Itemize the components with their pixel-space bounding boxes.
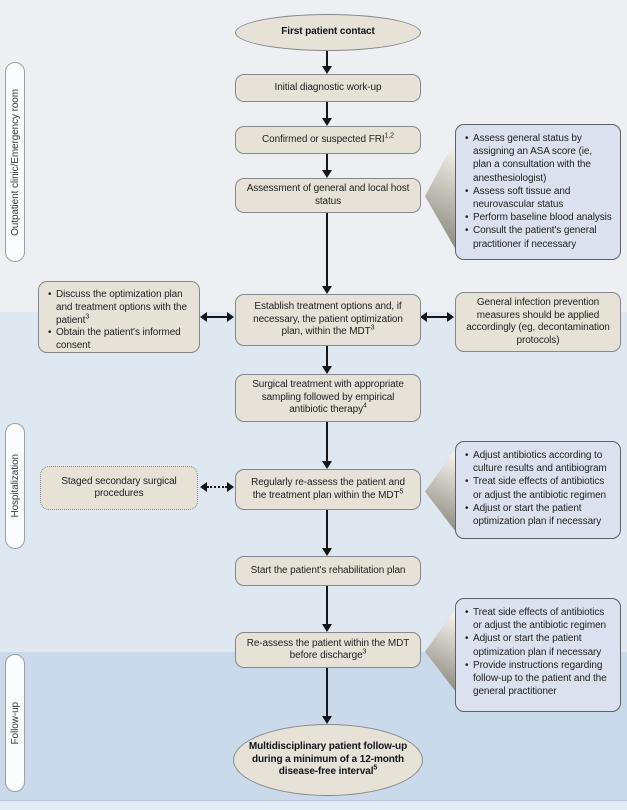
- node-surgical-treatment: Surgical treatment with appropriate samp…: [235, 374, 421, 422]
- node-text: Regularly re-assess the patient and the …: [251, 477, 405, 501]
- bullet-list: Assess general status by assigning an AS…: [464, 132, 612, 251]
- arrow-down-icon: [322, 51, 332, 74]
- dotted-double-arrow-icon: [200, 482, 234, 492]
- bullet-item: Adjust or start the patient optimization…: [464, 632, 612, 658]
- arrow-down-icon: [322, 510, 332, 556]
- node-staged-secondary-procedures: Staged secondary surgical procedures: [40, 466, 198, 510]
- bullet-item: Obtain the patient's informed consent: [47, 327, 191, 353]
- callout-host-status-actions: Assess general status by assigning an AS…: [455, 124, 621, 260]
- arrow-down-icon: [322, 346, 332, 374]
- node-multidisciplinary-followup: Multidisciplinary patient follow-up duri…: [233, 724, 423, 796]
- lane-label-text: Hospitalization: [9, 454, 21, 518]
- arrow-down-icon: [322, 102, 332, 126]
- node-text: Assessment of general and local host sta…: [246, 183, 410, 207]
- node-text: Multidisciplinary patient follow-up duri…: [248, 741, 408, 778]
- node-text: Staged secondary surgical procedures: [61, 475, 177, 500]
- node-reassess-before-discharge: Re-assess the patient within the MDT bef…: [235, 632, 421, 668]
- lane-label-text: Outpatient clinic/Emergency room: [9, 88, 21, 236]
- bullet-item: Discuss the optimization plan and treatm…: [47, 289, 191, 327]
- callout-discharge-actions: Treat side effects of antibiotics or adj…: [455, 598, 621, 712]
- node-text: Confirmed or suspected FRI1,2: [262, 132, 394, 145]
- bullet-item: Treat side effects of antibiotics or adj…: [464, 475, 612, 501]
- bullet-item: Consult the patient's general practition…: [464, 224, 612, 250]
- bullet-item: Provide instructions regarding follow-up…: [464, 659, 612, 699]
- arrow-down-icon: [322, 668, 332, 724]
- lane-label-hospitalization: Hospitalization: [5, 423, 25, 549]
- node-regularly-reassess: Regularly re-assess the patient and the …: [235, 469, 421, 510]
- double-arrow-icon: [420, 312, 454, 322]
- bullet-list: Treat side effects of antibiotics or adj…: [464, 606, 612, 698]
- lane-label-outpatient: Outpatient clinic/Emergency room: [5, 62, 25, 262]
- lane-label-text: Follow-up: [9, 701, 21, 745]
- bullet-item: Perform baseline blood analysis: [464, 211, 612, 224]
- callout-discuss-consent: Discuss the optimization plan and treatm…: [38, 281, 200, 353]
- bullet-item: Treat side effects of antibiotics or adj…: [464, 606, 612, 632]
- node-text: Surgical treatment with appropriate samp…: [252, 379, 404, 416]
- node-general-infection-prevention: General infection prevention measures sh…: [455, 292, 621, 352]
- arrow-down-icon: [322, 422, 332, 469]
- bullet-item: Assess general status by assigning an AS…: [464, 132, 612, 185]
- node-rehabilitation-plan: Start the patient's rehabilitation plan: [235, 556, 421, 586]
- node-host-status-assessment: Assessment of general and local host sta…: [235, 178, 421, 213]
- arrow-down-icon: [322, 154, 332, 178]
- node-text: General infection prevention measures sh…: [466, 297, 610, 346]
- arrow-down-icon: [322, 586, 332, 632]
- node-text: Start the patient's rehabilitation plan: [250, 564, 406, 576]
- lane-label-followup: Follow-up: [5, 654, 25, 792]
- bullet-list: Adjust antibiotics according to culture …: [464, 449, 612, 528]
- node-establish-treatment-options: Establish treatment options and, if nece…: [235, 294, 421, 346]
- node-text: Establish treatment options and, if nece…: [253, 301, 403, 338]
- double-arrow-icon: [200, 312, 234, 322]
- node-initial-diagnostic-workup: Initial diagnostic work-up: [235, 74, 421, 102]
- node-first-patient-contact: First patient contact: [235, 14, 421, 51]
- bullet-list: Discuss the optimization plan and treatm…: [47, 289, 191, 353]
- bullet-item: Adjust or start the patient optimization…: [464, 502, 612, 528]
- node-text: First patient contact: [281, 26, 375, 38]
- bullet-item: Adjust antibiotics according to culture …: [464, 449, 612, 475]
- callout-hospitalization-actions: Adjust antibiotics according to culture …: [455, 441, 621, 539]
- bottom-strip: [0, 800, 627, 810]
- node-text: Initial diagnostic work-up: [274, 81, 382, 93]
- node-text: Re-assess the patient within the MDT bef…: [246, 637, 410, 662]
- bullet-item: Assess soft tissue and neurovascular sta…: [464, 185, 612, 211]
- arrow-down-icon: [322, 213, 332, 294]
- node-confirmed-suspected-fri: Confirmed or suspected FRI1,2: [235, 126, 421, 154]
